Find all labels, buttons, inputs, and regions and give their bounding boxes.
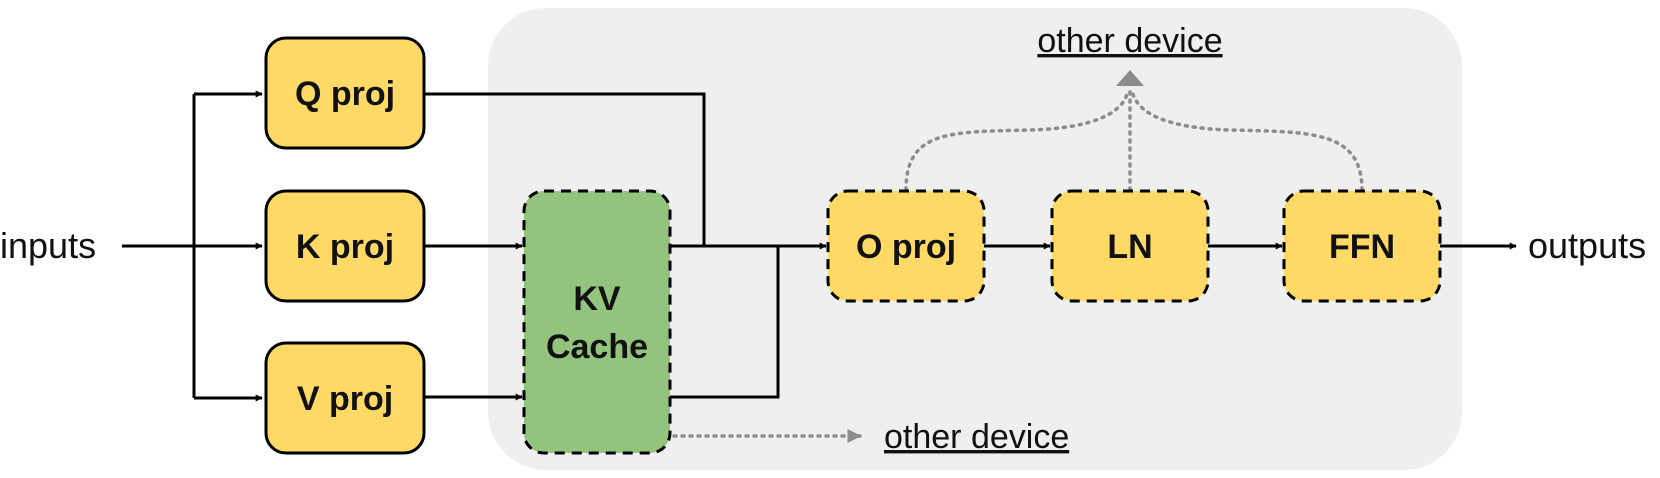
ffn-to-other-device-link <box>1130 88 1364 192</box>
o-proj-box <box>826 189 986 303</box>
v-proj-label: V proj <box>297 380 393 418</box>
kv-cache-label-line1: KV <box>573 280 621 318</box>
q-proj-label: Q proj <box>295 75 395 113</box>
ln-box <box>1050 189 1210 303</box>
o-proj-label: O proj <box>856 228 956 266</box>
inputs-label: inputs <box>0 225 96 266</box>
other-device-bottom-label: other device <box>884 418 1069 456</box>
other-device-top-label: other device <box>1037 22 1222 60</box>
k-proj-label: K proj <box>296 228 394 266</box>
other-device-top-arrowhead <box>1116 70 1144 86</box>
ln-label: LN <box>1107 228 1152 266</box>
kv-cache-v-output-wire <box>670 246 780 399</box>
kv-cache-label-line2: Cache <box>546 328 648 366</box>
outputs-label: outputs <box>1528 225 1646 266</box>
o-proj-to-other-device-link <box>904 88 1130 192</box>
q-proj-output-wire <box>424 92 706 246</box>
kv-cache-box <box>522 189 672 455</box>
ffn-label: FFN <box>1329 228 1395 266</box>
ffn-box <box>1282 189 1442 303</box>
